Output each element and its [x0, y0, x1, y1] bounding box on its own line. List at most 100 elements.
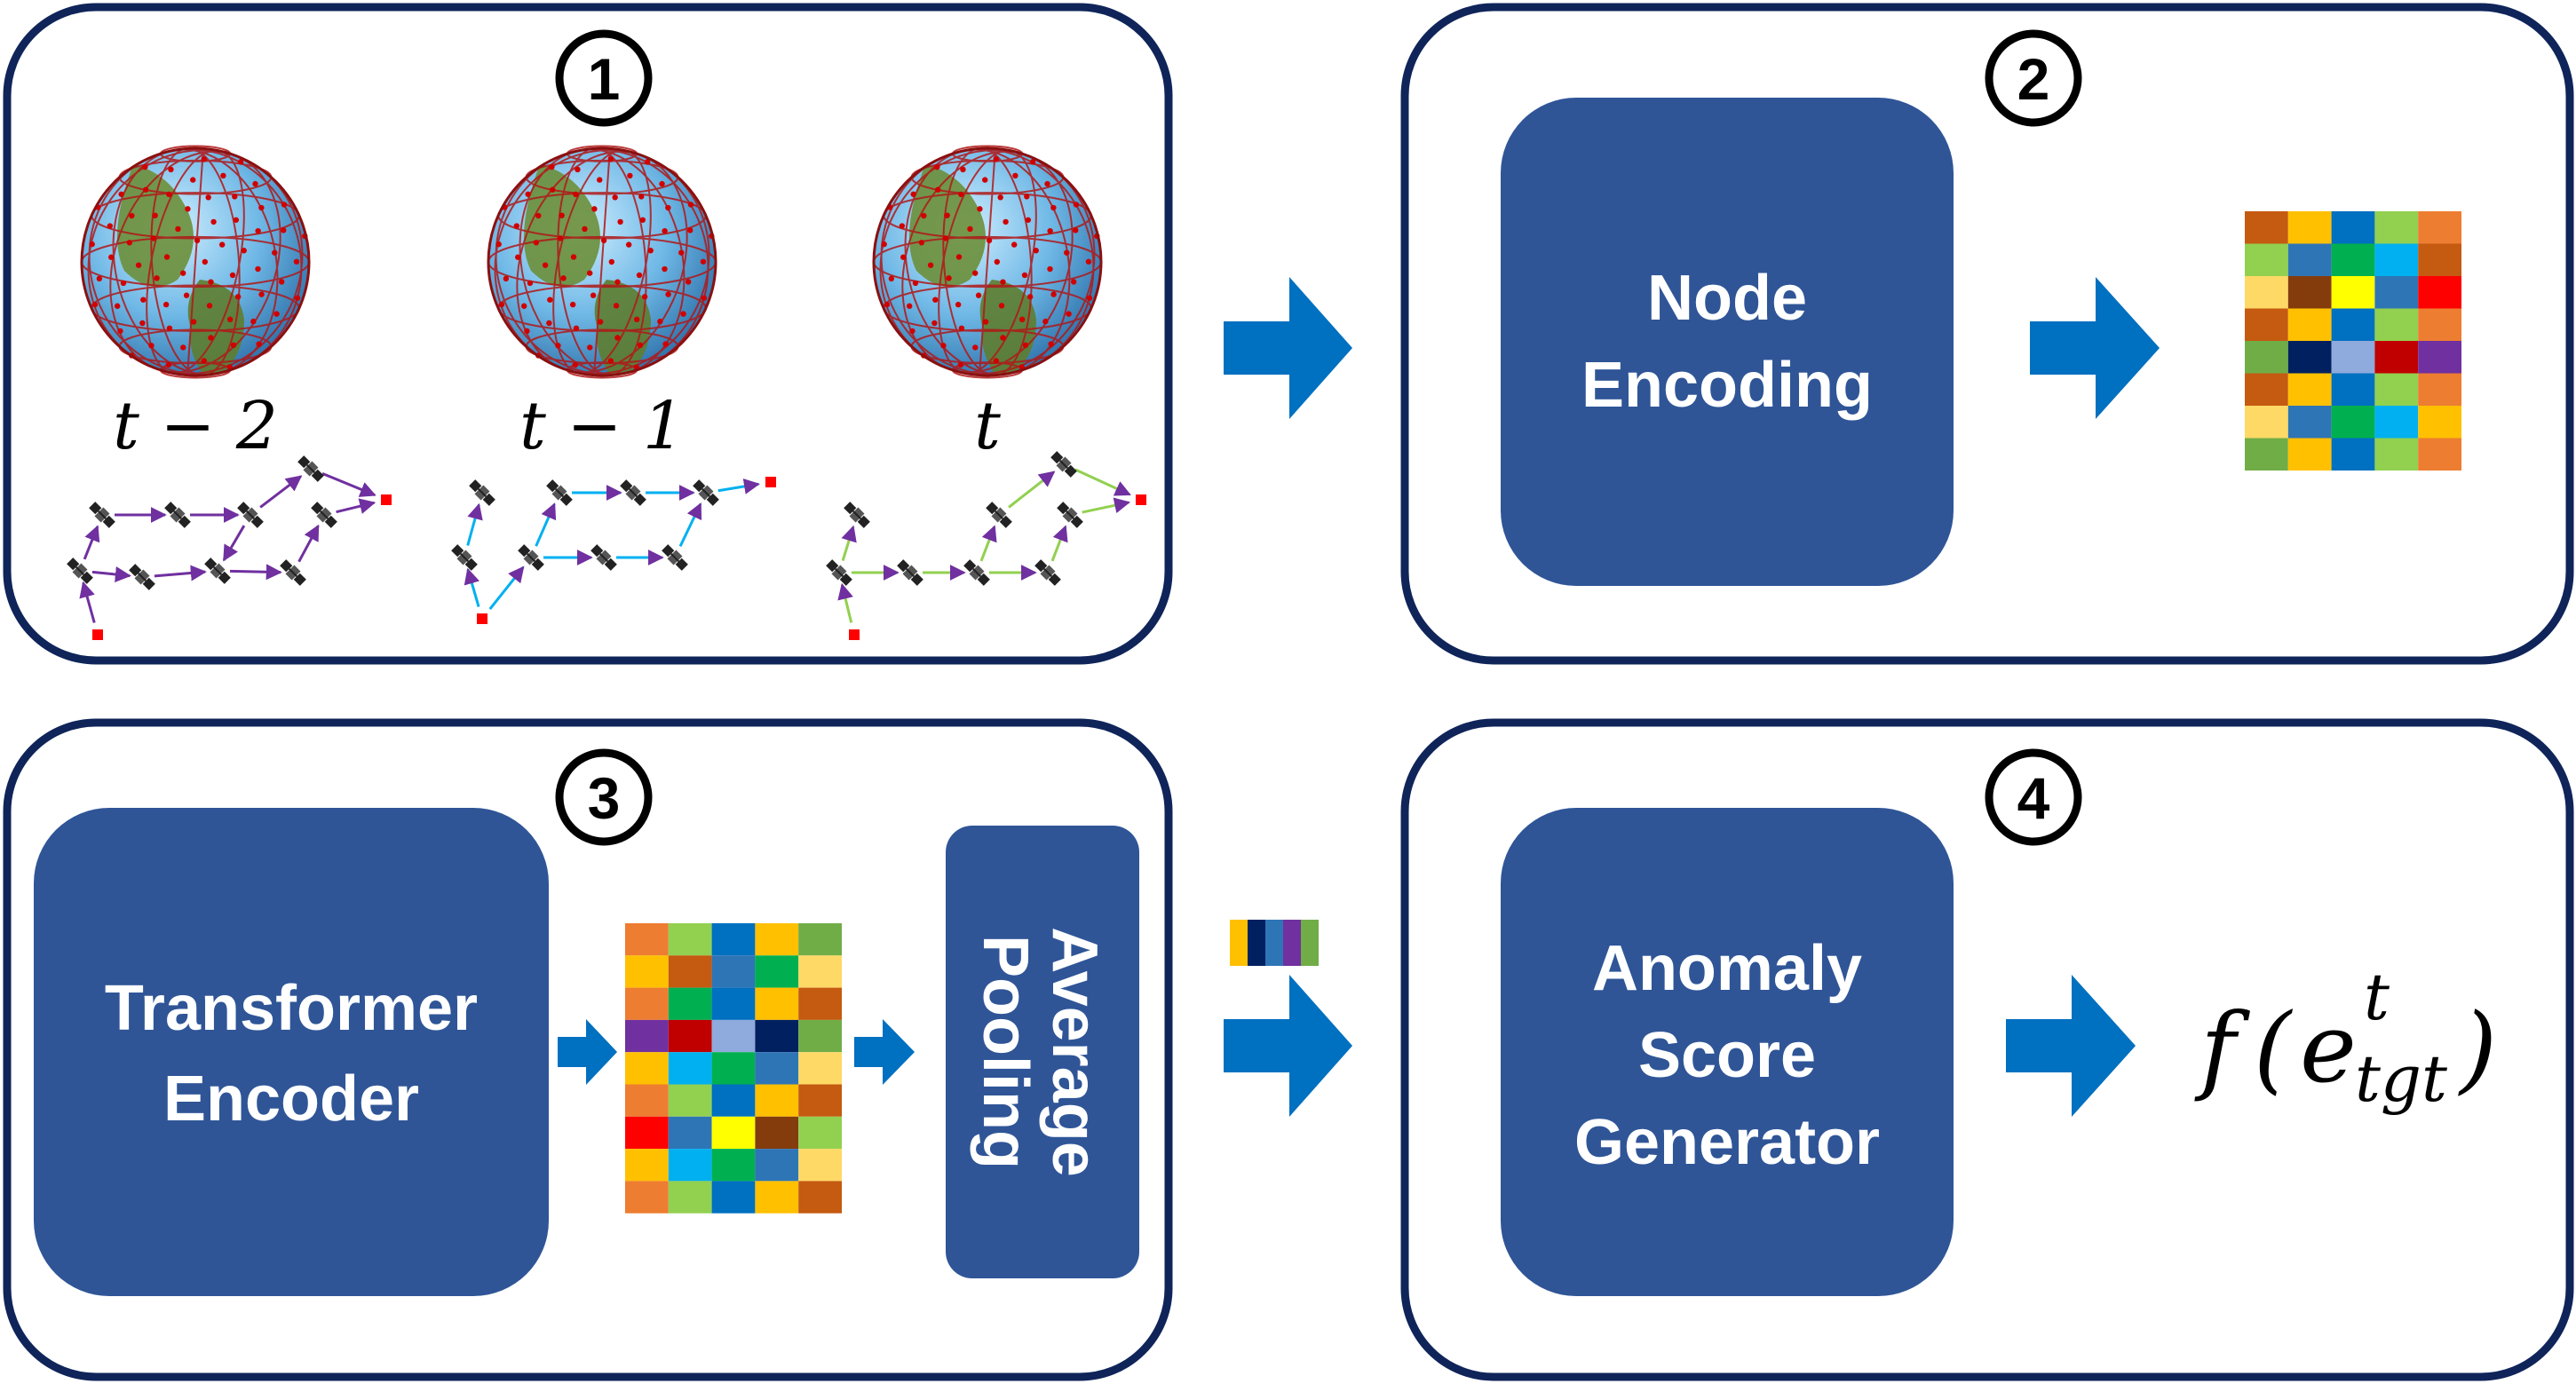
matrix-cell: [798, 1084, 842, 1117]
matrix-cell: [2331, 341, 2375, 374]
matrix-cell: [668, 923, 712, 956]
matrix-cell: [755, 1052, 799, 1085]
matrix-cell: [711, 987, 756, 1020]
matrix-cell: [1283, 920, 1301, 966]
matrix-cell: [2245, 341, 2288, 374]
step-badge-2: 2: [1985, 29, 2082, 127]
matrix-cell: [798, 1181, 842, 1214]
matrix-cell: [2418, 276, 2461, 309]
matrix-cell: [625, 987, 669, 1020]
formula-subscript: tgt: [2355, 1041, 2448, 1116]
average-pooling-label-line1: Average: [1039, 927, 1110, 1177]
matrix-cell: [668, 1084, 712, 1117]
matrix-cell: [2331, 308, 2375, 341]
matrix-cell: [798, 923, 842, 956]
endpoint-marker: [92, 629, 103, 640]
anomaly-label-line1: Anomaly: [1592, 933, 1862, 1004]
average-pooling-block: [946, 826, 1139, 1278]
transformer-encoder-label-line2: Encoder: [163, 1064, 419, 1135]
matrix-cell: [625, 1149, 669, 1182]
matrix-cell: [2287, 373, 2332, 406]
globe-group: [80, 145, 1103, 379]
matrix-cell: [2418, 373, 2461, 406]
matrix-cell: [668, 1149, 712, 1182]
earth-globe-icon: [487, 145, 717, 379]
step-number: 2: [2017, 46, 2050, 112]
matrix-cell: [2245, 276, 2288, 309]
matrix-cell: [711, 1149, 756, 1182]
matrix-cell: [711, 1019, 756, 1053]
endpoint-marker: [1136, 494, 1146, 505]
matrix-cell: [2287, 341, 2332, 374]
endpoint-marker: [849, 629, 860, 640]
arrow-generator-to-formula: [2006, 975, 2136, 1117]
matrix-cell: [1248, 920, 1265, 966]
step-number: 1: [588, 46, 621, 112]
matrix-cell: [2331, 243, 2375, 276]
matrix-cell: [2331, 211, 2375, 244]
matrix-cell: [2418, 341, 2461, 374]
earth-globe-icon: [80, 145, 311, 379]
matrix-cell: [2245, 406, 2288, 439]
node-encoding-label-line1: Node: [1647, 263, 1807, 334]
matrix-cell: [711, 1116, 756, 1150]
matrix-cell: [2418, 438, 2461, 471]
matrix-cell: [668, 955, 712, 988]
time-label-t-minus-2: t − 2: [113, 388, 278, 464]
transformer-encoder-label-line1: Transformer: [105, 973, 478, 1044]
matrix-cell: [2245, 438, 2288, 471]
matrix-cell: [2331, 373, 2375, 406]
time-label-t: t: [974, 388, 1001, 464]
matrix-cell: [2418, 211, 2461, 244]
matrix-cell: [625, 1116, 669, 1150]
formula-close-paren: ): [2458, 993, 2497, 1104]
matrix-cell: [2331, 438, 2375, 471]
matrix-cell: [2245, 243, 2288, 276]
matrix-cell: [2374, 243, 2419, 276]
matrix-cell: [2418, 406, 2461, 439]
formula-superscript: t: [2364, 960, 2390, 1034]
endpoint-marker: [477, 613, 487, 624]
matrix-cell: [2374, 308, 2419, 341]
matrix-cell: [2287, 243, 2332, 276]
matrix-cell: [2245, 308, 2288, 341]
arrow-step3-to-step4: [1224, 975, 1352, 1117]
matrix-cell: [2287, 438, 2332, 471]
node-encoding-label-line2: Encoding: [1581, 350, 1873, 421]
matrix-cell: [2374, 406, 2419, 439]
matrix-cell: [798, 1116, 842, 1150]
matrix-cell: [798, 987, 842, 1020]
matrix-cell: [2374, 276, 2419, 309]
time-label-t-minus-1: t − 1: [519, 388, 685, 464]
matrix-cell: [2245, 211, 2288, 244]
matrix-cell: [711, 955, 756, 988]
matrix-cell: [1265, 920, 1283, 966]
pooled-vector: [1230, 920, 1319, 966]
matrix-cell: [755, 987, 799, 1020]
node-embedding-matrix: [2245, 211, 2461, 471]
endpoint-marker: [381, 494, 392, 505]
arrow-transformer-to-matrix: [558, 1019, 617, 1085]
matrix-cell: [2245, 373, 2288, 406]
matrix-cell: [1301, 920, 1319, 966]
transformer-encoder-block: [34, 808, 549, 1296]
step-badge-3: 3: [555, 748, 653, 846]
matrix-cell: [668, 987, 712, 1020]
matrix-cell: [755, 1019, 799, 1053]
matrix-cell: [711, 1052, 756, 1085]
step-number: 4: [2017, 765, 2050, 831]
matrix-cell: [2331, 406, 2375, 439]
arrow-step1-to-step2: [1224, 277, 1352, 419]
matrix-cell: [625, 1019, 669, 1053]
matrix-cell: [798, 1052, 842, 1085]
matrix-cell: [625, 1052, 669, 1085]
formula-open-paren: (: [2254, 993, 2294, 1104]
matrix-cell: [625, 1084, 669, 1117]
matrix-cell: [755, 1084, 799, 1117]
matrix-cell: [668, 1116, 712, 1150]
arrow-encoding-to-matrix: [2030, 277, 2160, 419]
matrix-cell: [625, 923, 669, 956]
matrix-cell: [755, 923, 799, 956]
earth-globe-icon: [872, 145, 1103, 379]
